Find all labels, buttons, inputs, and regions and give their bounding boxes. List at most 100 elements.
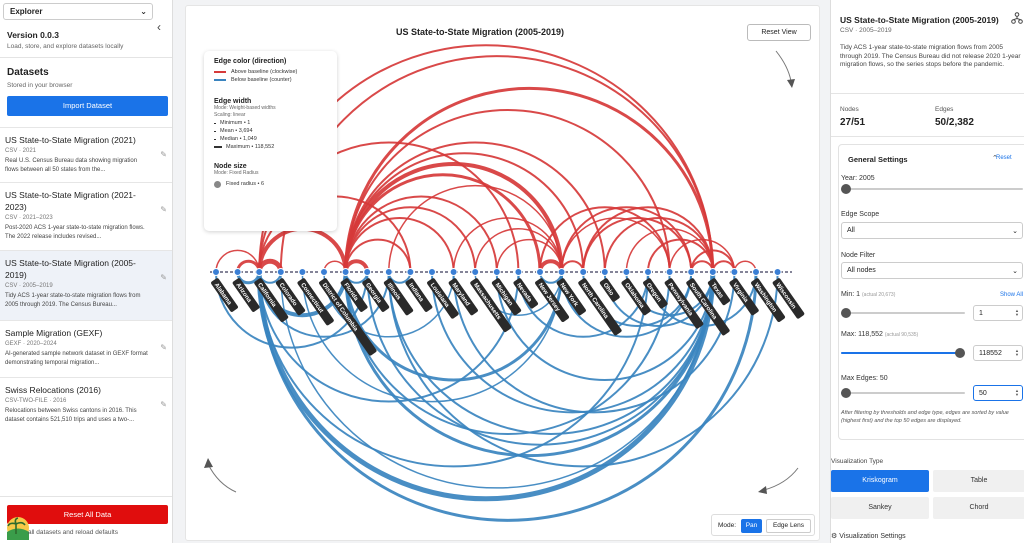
max-edges-input[interactable]: 50 ▲▼: [973, 385, 1023, 401]
edge-below[interactable]: [301, 271, 563, 403]
edge-above[interactable]: [344, 109, 671, 273]
node-wisconsin[interactable]: [773, 268, 782, 276]
node-maryland[interactable]: [449, 268, 458, 276]
edit-icon[interactable]: ✎: [160, 400, 167, 409]
node-new-jersey[interactable]: [536, 268, 544, 276]
node-massachusetts[interactable]: [471, 268, 480, 276]
dataset-item-active[interactable]: US State-to-State Migration (2005-2019) …: [0, 250, 172, 320]
edge-above[interactable]: [344, 173, 542, 273]
node-oregon[interactable]: [644, 268, 652, 276]
edge-above[interactable]: [344, 141, 606, 273]
explorer-select[interactable]: Explorer ⌄: [3, 3, 153, 20]
node-georgia[interactable]: [363, 268, 372, 276]
edge-below[interactable]: [344, 271, 715, 458]
edit-icon[interactable]: ✎: [160, 150, 167, 159]
edge-above[interactable]: [452, 217, 563, 273]
year-slider[interactable]: [841, 183, 1023, 195]
import-dataset-button[interactable]: Import Dataset: [7, 96, 168, 116]
chevron-up-icon[interactable]: ⌃: [992, 155, 998, 162]
edge-above[interactable]: [474, 228, 563, 273]
dataset-item[interactable]: Sample Migration (GEXF) GEXF · 2020–2024…: [0, 320, 172, 377]
max-edges-slider-thumb[interactable]: [841, 388, 851, 398]
node-washington[interactable]: [752, 268, 760, 276]
type-kriskogram-button[interactable]: Kriskogram: [831, 470, 929, 492]
node-arizona[interactable]: [233, 268, 242, 276]
year-slider-thumb[interactable]: [841, 184, 851, 194]
node-louisiana[interactable]: [428, 268, 436, 276]
edge-above[interactable]: [344, 195, 498, 273]
node-connecticut[interactable]: [298, 268, 307, 276]
node-new-york[interactable]: [557, 268, 566, 276]
edge-below[interactable]: [280, 271, 714, 489]
edge-above[interactable]: [388, 184, 563, 273]
collapse-sidebar-icon[interactable]: ‹: [157, 20, 161, 34]
type-chord-button[interactable]: Chord: [933, 497, 1024, 519]
edge-below[interactable]: [387, 271, 714, 435]
edge-above[interactable]: [560, 217, 671, 273]
edge-above[interactable]: [344, 238, 412, 273]
node-nevada[interactable]: [514, 268, 523, 276]
node-illinois[interactable]: [384, 268, 393, 276]
mode-pan-button[interactable]: Pan: [741, 519, 762, 533]
edge-below[interactable]: [366, 271, 714, 446]
spinner-icon[interactable]: ▲▼: [1015, 388, 1019, 397]
type-sankey-button[interactable]: Sankey: [831, 497, 929, 519]
max-slider[interactable]: [841, 347, 965, 359]
edit-icon[interactable]: ✎: [160, 273, 167, 282]
edge-below[interactable]: [258, 271, 649, 468]
edge-above[interactable]: [257, 226, 348, 273]
reset-settings-link[interactable]: Reset: [996, 155, 1012, 161]
edge-below[interactable]: [344, 271, 564, 382]
node-south-carolina[interactable]: [687, 268, 696, 276]
show-all-link[interactable]: Show All: [1000, 292, 1024, 298]
edge-above[interactable]: [215, 249, 260, 273]
edge-below[interactable]: [387, 271, 779, 468]
mode-edge-lens-button[interactable]: Edge Lens: [766, 519, 811, 533]
node-pennsylvania[interactable]: [665, 268, 674, 276]
dataset-item[interactable]: US State-to-State Migration (2021) CSV ·…: [0, 127, 172, 182]
edit-icon[interactable]: ✎: [160, 205, 167, 214]
max-input[interactable]: 118552 ▲▼: [973, 345, 1023, 361]
reset-all-data-button[interactable]: Reset All Data: [7, 505, 168, 524]
visualization-settings-toggle[interactable]: ⚙ Visualization Settings: [831, 533, 906, 540]
dataset-item[interactable]: Swiss Relocations (2016) CSV-TWO-FILE · …: [0, 377, 172, 433]
node-district-of-columbia[interactable]: [320, 268, 328, 276]
reset-view-button[interactable]: Reset View: [747, 24, 811, 41]
edge-below[interactable]: [452, 271, 736, 414]
node-colorado[interactable]: [276, 268, 285, 276]
spinner-icon[interactable]: ▲▼: [1015, 308, 1019, 317]
edge-above[interactable]: [344, 206, 477, 273]
node-ohio[interactable]: [600, 268, 609, 276]
max-slider-thumb[interactable]: [955, 348, 965, 358]
dataset-item[interactable]: US State-to-State Migration (2021-2023) …: [0, 182, 172, 250]
edge-above[interactable]: [647, 238, 714, 273]
edge-below[interactable]: [431, 271, 714, 414]
edge-above[interactable]: [560, 206, 693, 273]
node-michigan[interactable]: [492, 268, 501, 276]
edge-above[interactable]: [625, 228, 714, 273]
node-alabama[interactable]: [212, 268, 220, 276]
node-texas[interactable]: [708, 268, 717, 276]
node-oklahoma[interactable]: [622, 268, 631, 276]
edge-above[interactable]: [582, 217, 693, 273]
edge-above[interactable]: [279, 55, 714, 273]
spinner-icon[interactable]: ▲▼: [1015, 348, 1019, 357]
min-slider[interactable]: [841, 307, 965, 319]
edit-icon[interactable]: ✎: [160, 343, 167, 352]
node-filter-select[interactable]: All nodes ⌄: [841, 262, 1023, 279]
edge-above[interactable]: [344, 86, 715, 273]
edge-above[interactable]: [344, 217, 455, 273]
edge-above[interactable]: [603, 217, 714, 273]
edge-above[interactable]: [496, 238, 563, 273]
edge-above[interactable]: [668, 238, 736, 273]
node-virginia[interactable]: [730, 268, 739, 276]
type-table-button[interactable]: Table: [933, 470, 1024, 492]
edge-above[interactable]: [582, 206, 714, 273]
node-florida[interactable]: [341, 268, 350, 276]
max-edges-slider[interactable]: [841, 387, 965, 399]
edge-above[interactable]: [343, 162, 564, 273]
node-indiana[interactable]: [406, 268, 415, 276]
network-icon[interactable]: [1011, 12, 1023, 24]
